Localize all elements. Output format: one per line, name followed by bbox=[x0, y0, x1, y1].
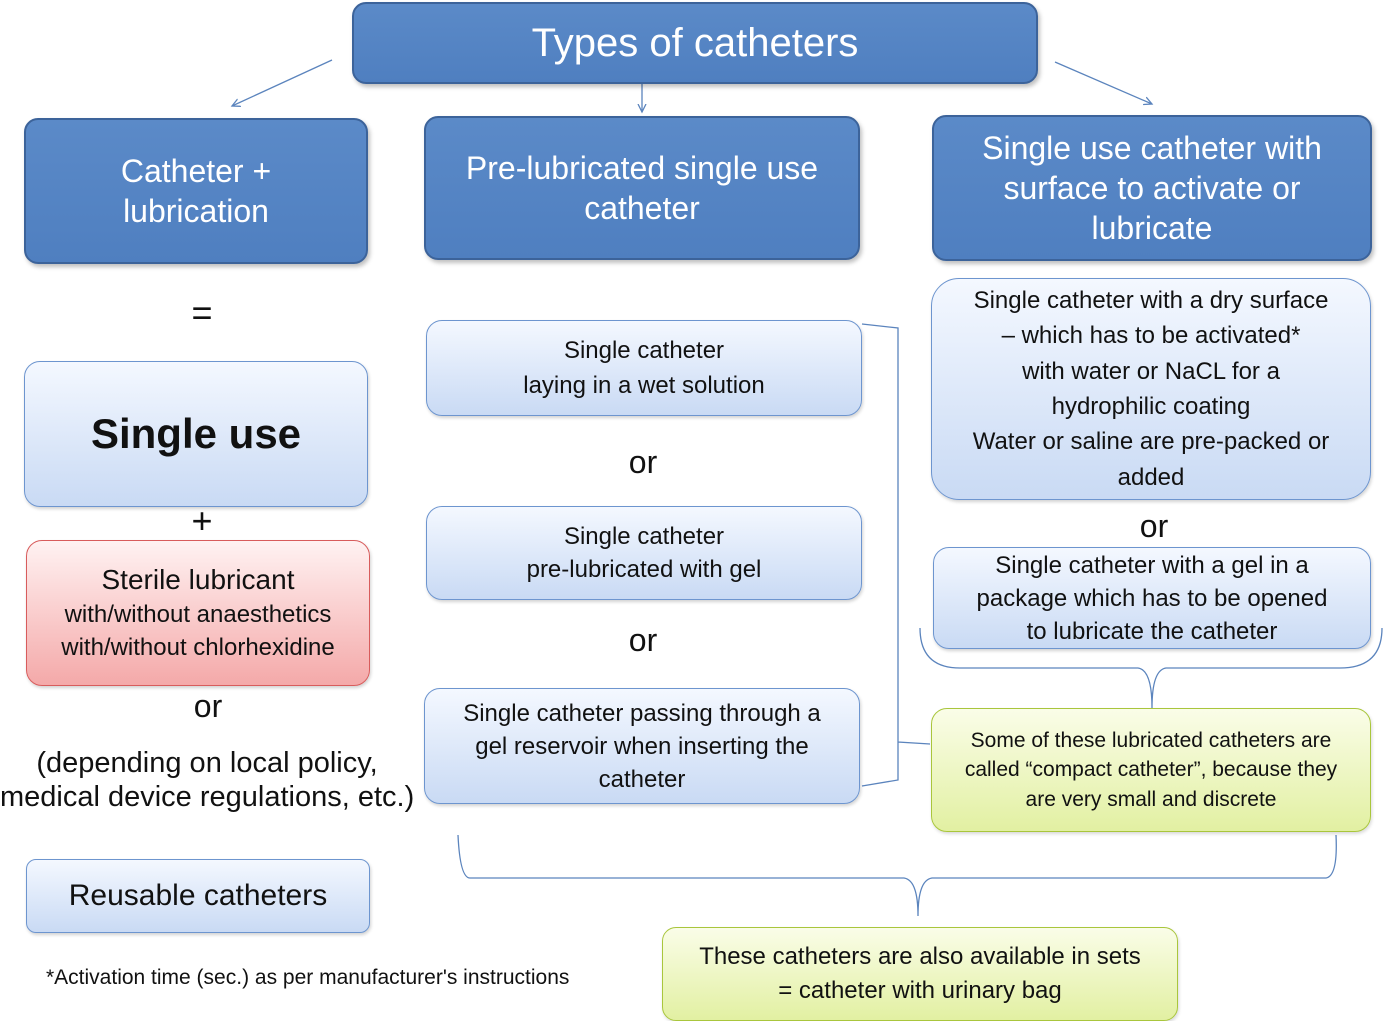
box-line: Single catheter passing through a bbox=[463, 699, 821, 727]
header-pre-lubricated: Pre-lubricated single use catheter bbox=[424, 116, 860, 260]
gel-reservoir-box: Single catheter passing through a gel re… bbox=[424, 688, 860, 804]
box-line: Water or saline are pre-packed or bbox=[972, 428, 1330, 456]
box-line: Single catheter bbox=[563, 337, 725, 364]
box-line: package which has to be opened bbox=[976, 584, 1328, 612]
box-line: with water or NaCL for a bbox=[1022, 357, 1280, 385]
header-line: Catheter + bbox=[120, 153, 272, 189]
arrow-to-left bbox=[232, 59, 333, 106]
header-line: Pre-lubricated single use bbox=[465, 150, 819, 186]
gel-prelubricated-box: Single catheter pre-lubricated with gel bbox=[426, 506, 862, 600]
policy-note-line: (depending on local policy, bbox=[36, 747, 378, 779]
or-left: or bbox=[193, 688, 223, 724]
note-line: Some of these lubricated catheters are bbox=[970, 728, 1332, 752]
box-line: added bbox=[1117, 463, 1185, 491]
bottom-bracket bbox=[457, 834, 1337, 917]
box-line: to lubricate the catheter bbox=[1026, 617, 1278, 645]
box-line: Single catheter with a dry surface bbox=[973, 286, 1329, 314]
title: Types of catheters bbox=[531, 20, 859, 65]
footnote: *Activation time (sec.) as per manufactu… bbox=[46, 966, 570, 989]
compact-catheter-note: Some of these lubricated catheters are c… bbox=[931, 708, 1371, 832]
sterile-lubricant-box: Sterile lubricant with/without anaesthet… bbox=[26, 540, 370, 686]
sterile-lubricant-title: Sterile lubricant bbox=[101, 564, 295, 595]
note-line: These catheters are also available in se… bbox=[699, 943, 1141, 970]
box-line: Single catheter with a gel in a bbox=[995, 551, 1309, 579]
note-line: = catheter with urinary bag bbox=[778, 977, 1062, 1004]
box-line: hydrophilic coating bbox=[1051, 393, 1251, 420]
sterile-lubricant-line: with/without anaesthetics bbox=[64, 601, 332, 628]
header-line: surface to activate or bbox=[1003, 170, 1301, 206]
sterile-lubricant-line: with/without chlorhexidine bbox=[61, 634, 335, 661]
header-line: catheter bbox=[584, 190, 700, 226]
middle-options-bracket bbox=[861, 323, 931, 787]
arrow-to-right bbox=[1054, 61, 1152, 104]
box-line: laying in a wet solution bbox=[523, 372, 765, 399]
or-right: or bbox=[1139, 508, 1169, 544]
plus-sign: + bbox=[191, 500, 213, 541]
sets-note: These catheters are also available in se… bbox=[662, 927, 1178, 1021]
title-box: Types of catheters bbox=[352, 2, 1038, 84]
header-activate-surface: Single use catheter with surface to acti… bbox=[932, 115, 1372, 261]
box-line: pre-lubricated with gel bbox=[526, 556, 762, 583]
or-middle-1: or bbox=[628, 444, 658, 480]
or-middle-2: or bbox=[628, 622, 658, 658]
single-use-box: Single use bbox=[24, 361, 368, 507]
gel-package-box: Single catheter with a gel in a package … bbox=[933, 547, 1371, 649]
header-catheter-lubrication: Catheter + lubrication bbox=[24, 118, 368, 264]
policy-note: (depending on local policy, medical devi… bbox=[0, 746, 414, 814]
box-line: catheter bbox=[598, 765, 686, 793]
box-line: Single catheter bbox=[563, 523, 725, 550]
note-line: called “compact catheter”, because they bbox=[964, 758, 1338, 782]
box-line: – which has to be activated* bbox=[1001, 322, 1301, 350]
dry-surface-box: Single catheter with a dry surface – whi… bbox=[931, 278, 1371, 500]
single-use-label: Single use bbox=[90, 410, 302, 457]
note-line: are very small and discrete bbox=[1025, 787, 1277, 811]
reusable-catheters-box: Reusable catheters bbox=[26, 859, 370, 933]
equals-sign: = bbox=[191, 292, 213, 333]
policy-note-line: medical device regulations, etc.) bbox=[0, 781, 415, 813]
box-line: gel reservoir when inserting the bbox=[475, 732, 809, 760]
header-line: lubricate bbox=[1091, 210, 1213, 246]
header-line: Single use catheter with bbox=[982, 130, 1322, 166]
wet-solution-box: Single catheter laying in a wet solution bbox=[426, 320, 862, 416]
reusable-catheters-label: Reusable catheters bbox=[68, 879, 328, 912]
header-line: lubrication bbox=[123, 193, 269, 229]
